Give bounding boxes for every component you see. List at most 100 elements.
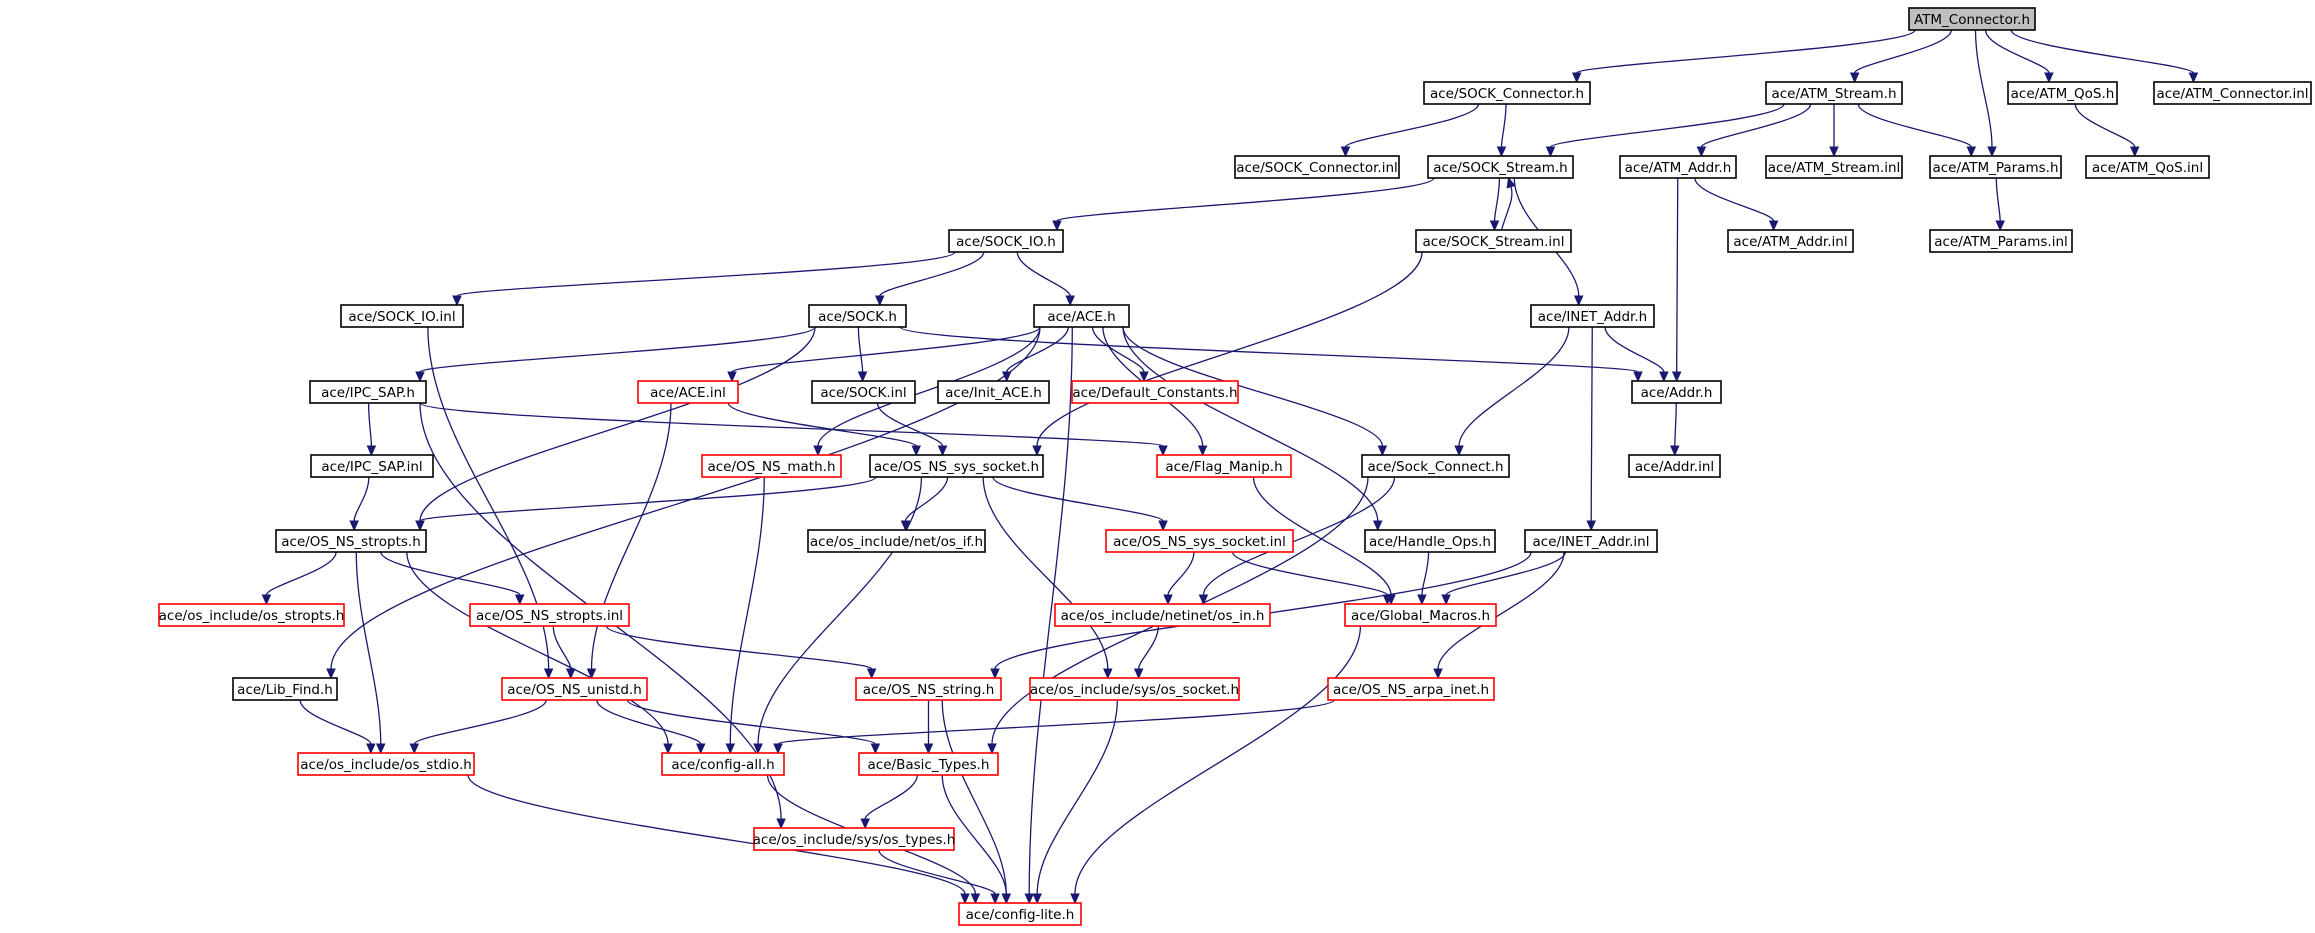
edge-arrowhead [415, 371, 425, 383]
edge-arrowhead [1995, 220, 2005, 232]
edge-line [1091, 326, 1145, 373]
edge-arrowhead [1032, 893, 1042, 905]
node-os-ns-sys-socket-inl[interactable]: ace/OS_NS_sys_socket.inl [1105, 529, 1294, 553]
node-atm-params-inl[interactable]: ace/ATM_Params.inl [1929, 229, 2073, 253]
edge-line [1028, 326, 1073, 895]
node-label: ace/IPC_SAP.h [321, 385, 415, 401]
edge-os-ns-sys-socket-h-to-os-socket-h [982, 476, 1113, 680]
node-box [2007, 81, 2118, 105]
edge-arrowhead [565, 668, 576, 680]
node-sock-io-inl[interactable]: ace/SOCK_IO.inl [340, 304, 464, 328]
node-global-macros-h[interactable]: ace/Global_Macros.h [1344, 603, 1497, 627]
edge-atm-params-h-to-atm-params-inl [1995, 177, 2005, 232]
node-os-ns-sys-socket-h[interactable]: ace/OS_NS_sys_socket.h [869, 454, 1044, 478]
node-atm-qos-h[interactable]: ace/ATM_QoS.h [2007, 81, 2118, 105]
node-os-in-h[interactable]: ace/os_include/netinet/os_in.h [1054, 603, 1271, 627]
node-sock-connector-inl[interactable]: ace/SOCK_Connector.inl [1234, 155, 1400, 179]
node-label: ace/os_include/netinet/os_in.h [1061, 608, 1265, 624]
node-label: ATM_Connector.h [1914, 12, 2030, 28]
edge-arrowhead [2188, 72, 2199, 84]
node-label: ace/os_include/sys/os_socket.h [1030, 682, 1239, 698]
edge-line [817, 326, 1041, 447]
node-box [808, 304, 907, 328]
node-default-constants-h[interactable]: ace/Default_Constants.h [1071, 380, 1239, 404]
edge-line [299, 699, 372, 745]
edge-arrowhead [514, 594, 525, 606]
edge-ace-h-to-default-constants-h [1091, 326, 1149, 383]
node-os-ns-string-h[interactable]: ace/OS_NS_string.h [855, 677, 1002, 701]
edge-arrowhead [1139, 371, 1149, 383]
node-handle-ops-h[interactable]: ace/Handle_Ops.h [1364, 529, 1496, 553]
node-config-all-h[interactable]: ace/config-all.h [661, 752, 785, 776]
edge-arrowhead [773, 743, 783, 755]
edge-arrowhead [860, 818, 870, 830]
edge-line [605, 625, 873, 670]
node-addr-inl[interactable]: ace/Addr.inl [1628, 454, 1721, 478]
edge-inet-addr-h-to-addr-h [1604, 326, 1669, 383]
node-sock-inl[interactable]: ace/SOCK.inl [811, 380, 916, 404]
node-sock-h[interactable]: ace/SOCK.h [808, 304, 907, 328]
node-addr-h[interactable]: ace/Addr.h [1631, 380, 1722, 404]
node-sock-stream-inl[interactable]: ace/SOCK_Stream.inl [1415, 229, 1572, 253]
node-os-if-h[interactable]: ace/os_include/net/os_if.h [807, 529, 986, 553]
node-config-lite-h[interactable]: ace/config-lite.h [958, 902, 1082, 926]
edge-arrowhead [1573, 295, 1584, 307]
edge-arrowhead [923, 743, 934, 755]
edge-line [406, 551, 669, 745]
node-sock-connector-h[interactable]: ace/SOCK_Connector.h [1423, 81, 1591, 105]
node-inet-addr-inl[interactable]: ace/INET_Addr.inl [1524, 529, 1658, 553]
node-atm-addr-h[interactable]: ace/ATM_Addr.h [1619, 155, 1737, 179]
edge-os-types-h-to-config-lite-h [878, 849, 1000, 905]
node-os-stdio-h[interactable]: ace/os_include/os_stdio.h [297, 752, 475, 776]
edge-atm-connector-h-to-atm-stream-h [1849, 29, 1952, 84]
node-atm-qos-inl[interactable]: ace/ATM_QoS.inl [2085, 155, 2210, 179]
node-lib-find-h[interactable]: ace/Lib_Find.h [232, 677, 338, 701]
edge-atm-connector-h-to-sock-connector-h [1571, 29, 1916, 84]
edge-line [1167, 551, 1195, 596]
edge-ipc-sap-inl-to-os-ns-stropts-h [349, 476, 370, 532]
node-os-ns-stropts-inl[interactable]: ace/OS_NS_stropts.inl [469, 603, 630, 627]
edge-line [1421, 551, 1430, 596]
node-atm-connector-h[interactable]: ATM_Connector.h [1908, 7, 2036, 31]
edge-sock-h-to-sock-inl [857, 326, 868, 383]
node-box [2153, 81, 2312, 105]
edge-os-ns-unistd-h-to-os-stdio-h [409, 699, 547, 755]
node-init-ace-h[interactable]: ace/Init_ACE.h [937, 380, 1050, 404]
node-label: ace/os_include/net/os_if.h [810, 534, 983, 550]
node-atm-params-h[interactable]: ace/ATM_Params.h [1929, 155, 2062, 179]
edge-arrowhead [1377, 445, 1388, 457]
node-sock-connect-h[interactable]: ace/Sock_Connect.h [1361, 454, 1510, 478]
node-os-ns-math-h[interactable]: ace/OS_NS_math.h [701, 454, 842, 478]
edge-os-ns-stropts-inl-to-os-ns-unistd-h [552, 625, 576, 680]
node-os-ns-unistd-h[interactable]: ace/OS_NS_unistd.h [501, 677, 648, 701]
edge-os-in-h-to-os-socket-h [1133, 625, 1159, 680]
edge-line [1576, 29, 1916, 74]
edge-line [1437, 551, 1565, 670]
node-box [158, 603, 345, 627]
node-inet-addr-h[interactable]: ace/INET_Addr.h [1530, 304, 1655, 328]
node-box [869, 454, 1044, 478]
node-sock-io-h[interactable]: ace/SOCK_IO.h [948, 229, 1064, 253]
node-atm-connector-inl[interactable]: ace/ATM_Connector.inl [2153, 81, 2312, 105]
node-sock-stream-h[interactable]: ace/SOCK_Stream.h [1427, 155, 1574, 179]
edge-atm-stream-h-to-atm-params-h [1857, 103, 1977, 158]
node-ace-inl[interactable]: ace/ACE.inl [637, 380, 739, 404]
node-atm-stream-inl[interactable]: ace/ATM_Stream.inl [1765, 155, 1903, 179]
node-os-stropts-h[interactable]: ace/os_include/os_stropts.h [158, 603, 345, 627]
node-os-ns-arpa-inet-h[interactable]: ace/OS_NS_arpa_inet.h [1327, 677, 1495, 701]
node-flag-manip-h[interactable]: ace/Flag_Manip.h [1156, 454, 1292, 478]
node-os-socket-h[interactable]: ace/os_include/sys/os_socket.h [1029, 677, 1240, 701]
edge-line [1857, 103, 1972, 148]
node-os-types-h[interactable]: ace/os_include/sys/os_types.h [753, 827, 956, 851]
node-basic-types-h[interactable]: ace/Basic_Types.h [858, 752, 999, 776]
node-os-ns-stropts-h[interactable]: ace/OS_NS_stropts.h [275, 529, 427, 553]
node-label: ace/ATM_Addr.h [1625, 160, 1732, 176]
edge-atm-connector-h-to-atm-connector-inl [2010, 29, 2199, 84]
node-ipc-sap-h[interactable]: ace/IPC_SAP.h [309, 380, 427, 404]
node-label: ace/ATM_Connector.inl [2156, 86, 2308, 102]
node-ipc-sap-inl[interactable]: ace/IPC_SAP.inl [310, 454, 434, 478]
edge-arrowhead [1340, 146, 1351, 158]
node-atm-addr-inl[interactable]: ace/ATM_Addr.inl [1727, 229, 1854, 253]
node-ace-h[interactable]: ace/ACE.h [1033, 304, 1130, 328]
node-atm-stream-h[interactable]: ace/ATM_Stream.h [1765, 81, 1903, 105]
